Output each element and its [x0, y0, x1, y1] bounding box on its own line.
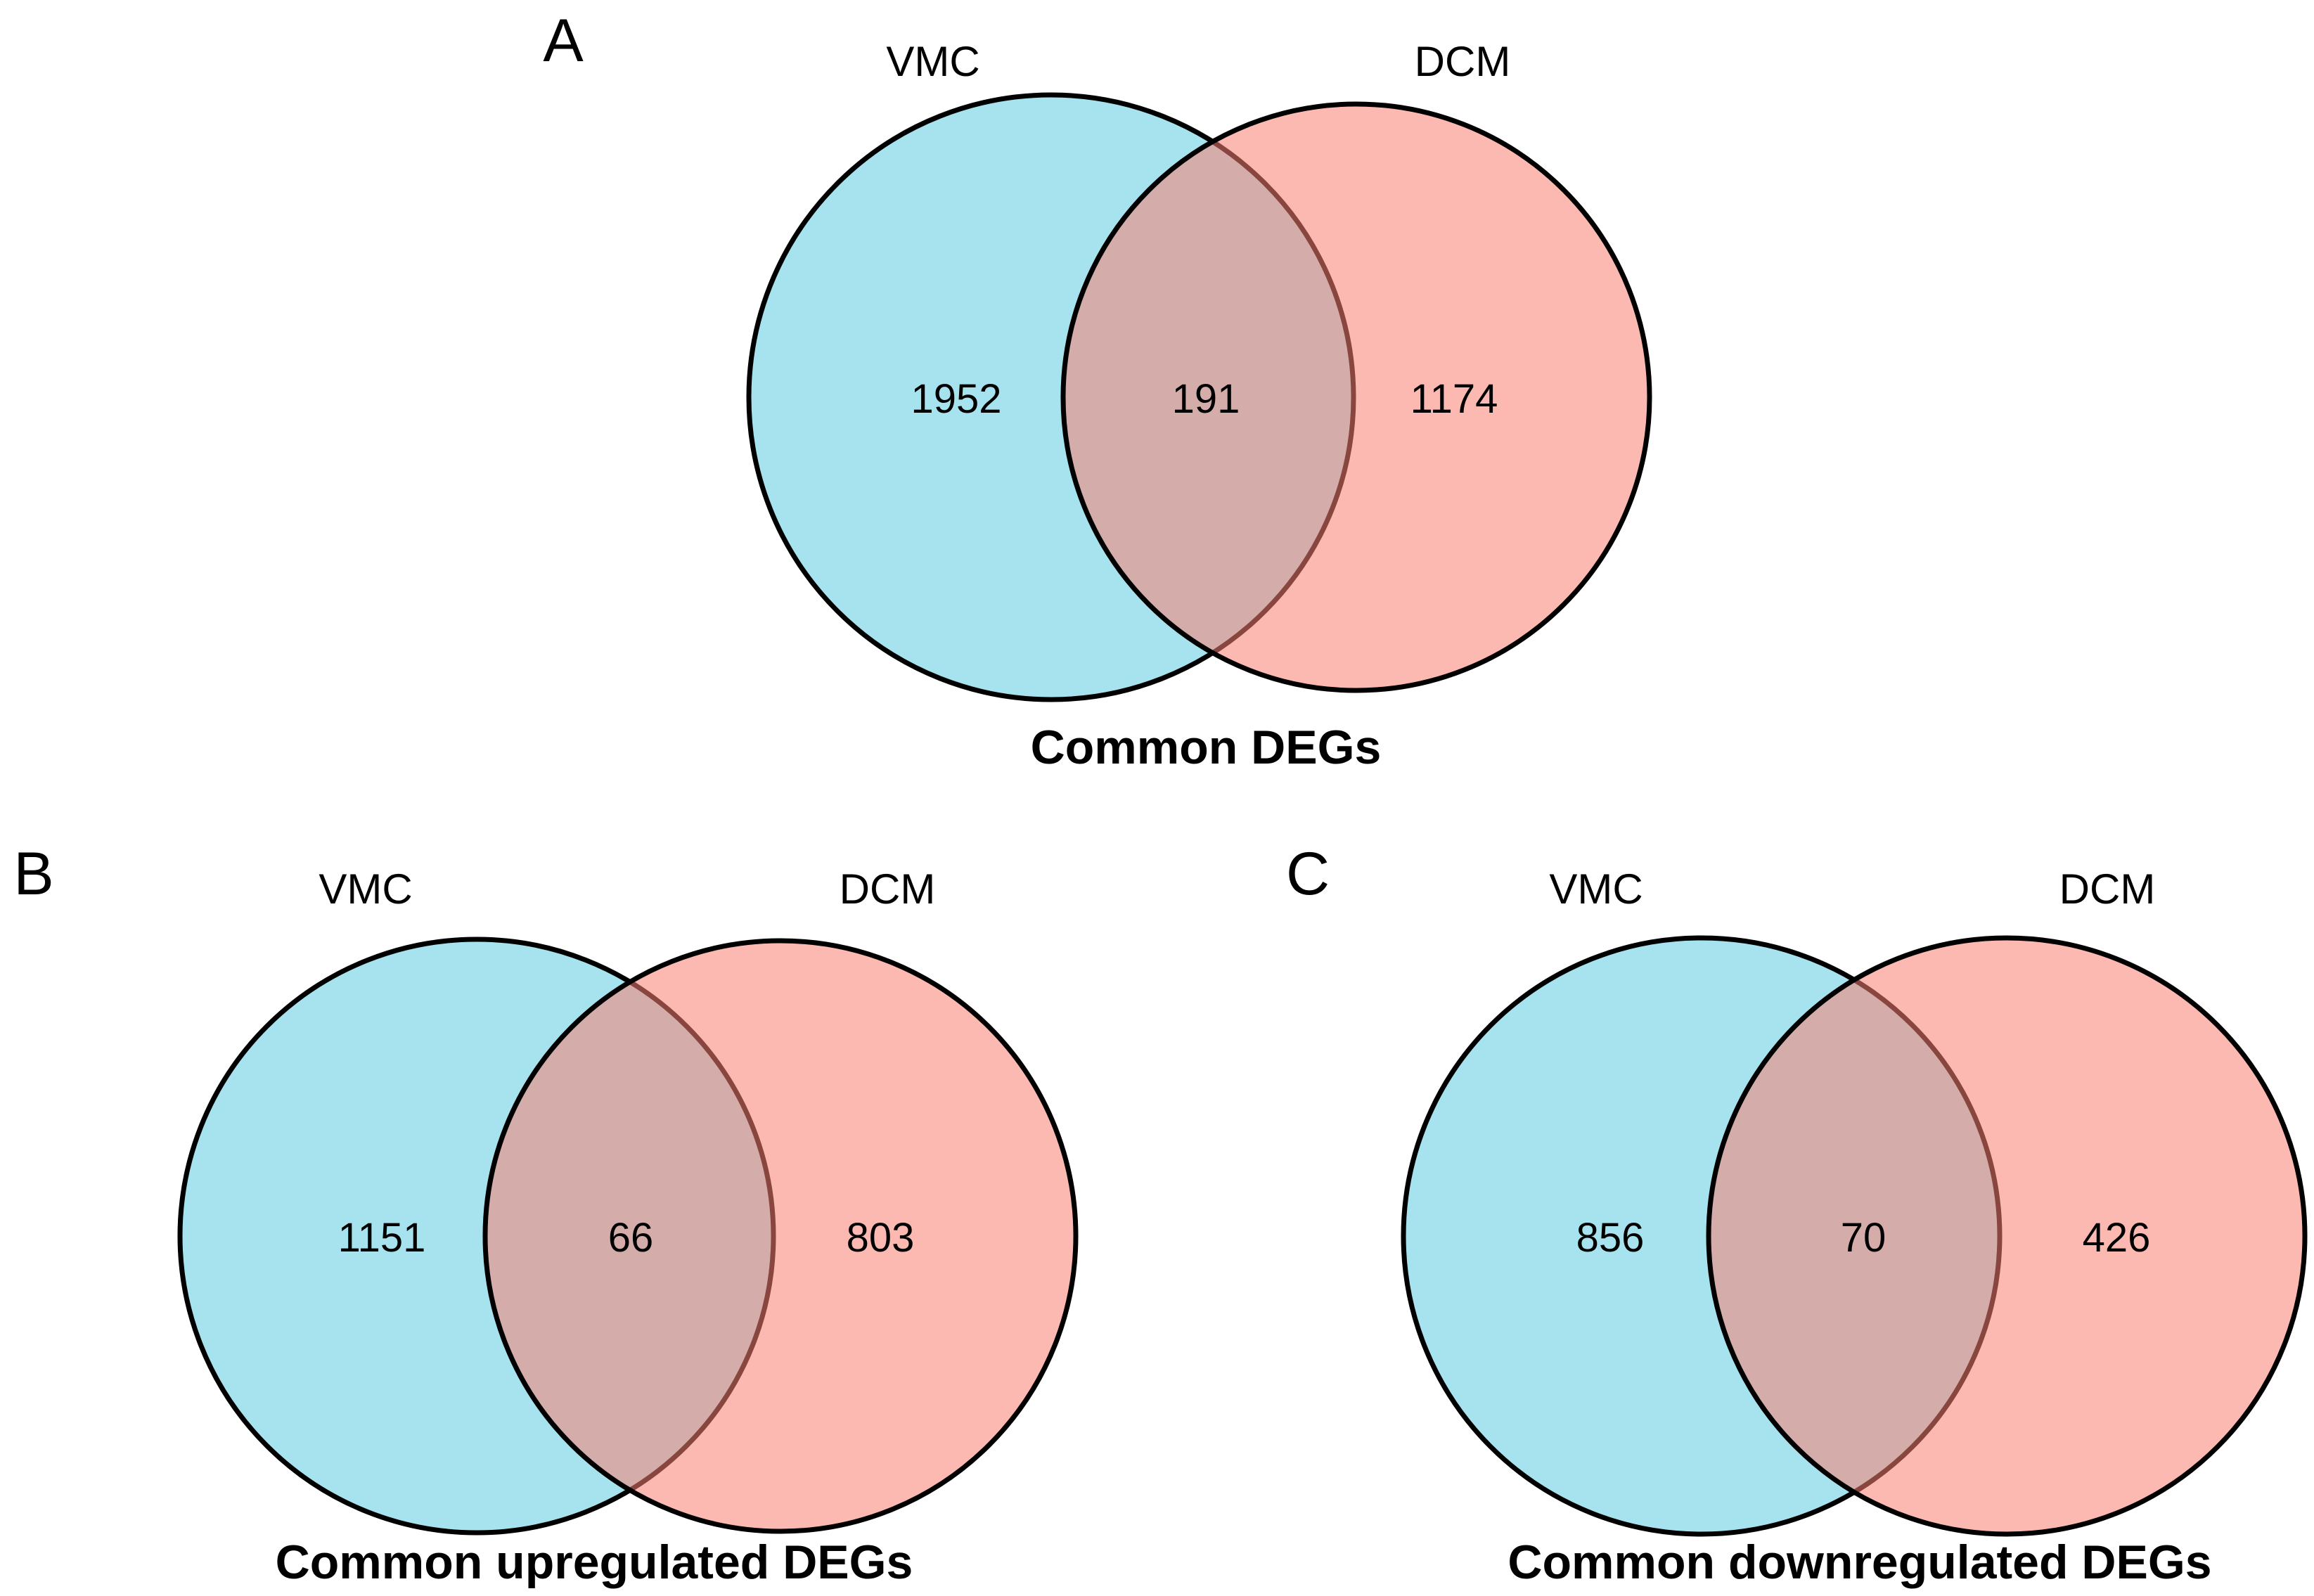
panel-a-vmc-label: VMC: [886, 38, 979, 85]
panel-c-intersection-count: 70: [1841, 1215, 1886, 1261]
panel-c-dcm-only-count: 426: [2083, 1215, 2151, 1261]
panel-a-dcm-circle: [1060, 101, 1652, 693]
panel-b-dcm-only-count: 803: [847, 1215, 915, 1261]
panel-b-letter: B: [13, 840, 53, 908]
panel-a-caption: Common DEGs: [1031, 721, 1382, 774]
panel-c-dcm-label: DCM: [2059, 865, 2156, 913]
panel-c-caption: Common downregulated DEGs: [1508, 1536, 2211, 1589]
panel-c-vmc-only-count: 856: [1576, 1215, 1645, 1261]
panel-b-intersection-count: 66: [608, 1215, 654, 1261]
panel-b-vmc-only-count: 1151: [338, 1215, 426, 1261]
panel-c-letter: C: [1286, 840, 1330, 908]
venn-panel-b: B VMC DCM 1151 66 803 Common upregulated…: [13, 840, 1079, 1589]
panel-b-dcm-label: DCM: [840, 865, 936, 913]
panel-a-intersection-count: 191: [1172, 376, 1240, 422]
venn-panel-c: C VMC DCM 856 70 426 Common downregulate…: [1286, 840, 2308, 1589]
panel-b-vmc-label: VMC: [319, 865, 412, 913]
panel-c-dcm-circle: [1706, 935, 2308, 1537]
panel-c-vmc-label: VMC: [1549, 865, 1643, 913]
panel-a-dcm-only-count: 1174: [1410, 376, 1498, 422]
panel-a-letter: A: [543, 7, 584, 75]
venn-panel-a: A VMC DCM 1952 191 1174 Common DEGs: [543, 7, 1652, 774]
panel-b-caption: Common upregulated DEGs: [276, 1536, 913, 1589]
panel-b-dcm-circle: [482, 938, 1079, 1534]
panel-a-dcm-label: DCM: [1415, 38, 1511, 85]
panel-a-vmc-only-count: 1952: [911, 376, 1001, 422]
